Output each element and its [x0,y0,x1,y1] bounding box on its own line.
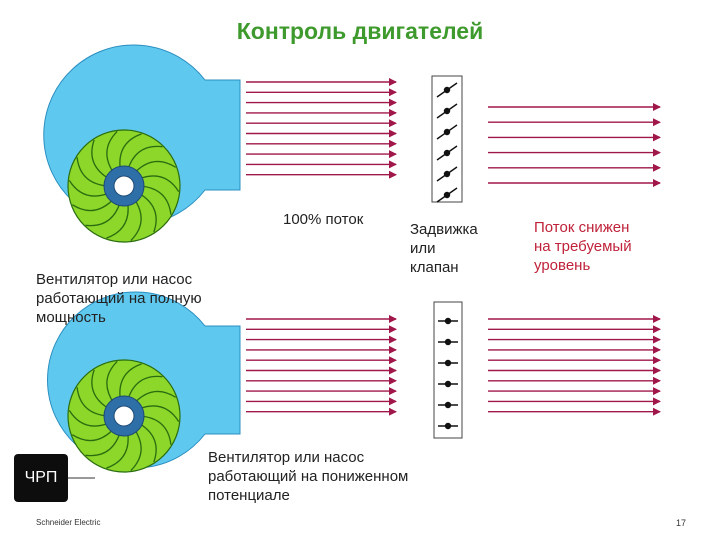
fan-bottom [47,291,241,473]
damper-pivot [444,359,452,367]
damper-pivot [443,170,451,178]
impeller-shaft [113,175,135,197]
damper-pivot [444,401,452,409]
damper-label: Задвижка или клапан [410,221,478,276]
impeller-shaft [113,405,135,427]
flow-reduced-label: Поток снижен на требуемый уровень [534,219,632,274]
flow-arrows-reduced [488,103,661,187]
flow-arrows-drive-out [488,315,661,416]
page-title: Контроль двигателей [236,18,484,44]
damper-pivot [444,380,452,388]
damper-pivot [444,338,452,346]
impeller-icon [67,129,181,243]
fan-reduced-power-label: Вентилятор или насос работающий на пониж… [208,449,409,504]
impeller-icon [67,359,181,473]
page-number: 17 [676,518,687,528]
fan-top [43,44,241,243]
damper-pivot [443,107,451,115]
fan-full-power-label: Вентилятор или насос работающий на полну… [36,271,202,326]
damper-open-icon [433,301,463,439]
footer-brand: Schneider Electric [36,518,101,527]
damper-pivot [443,191,451,199]
damper-pivot [444,422,452,430]
damper-pivot [444,317,452,325]
flow-arrows-drive [246,315,397,416]
vfd-box: ЧРП [14,454,68,502]
flow-100-label: 100% поток [283,211,364,228]
damper-pivot [443,128,451,136]
damper-icon [431,75,463,203]
damper-pivot [443,149,451,157]
damper-pivot [443,86,451,94]
flow-arrows-full [246,78,397,179]
